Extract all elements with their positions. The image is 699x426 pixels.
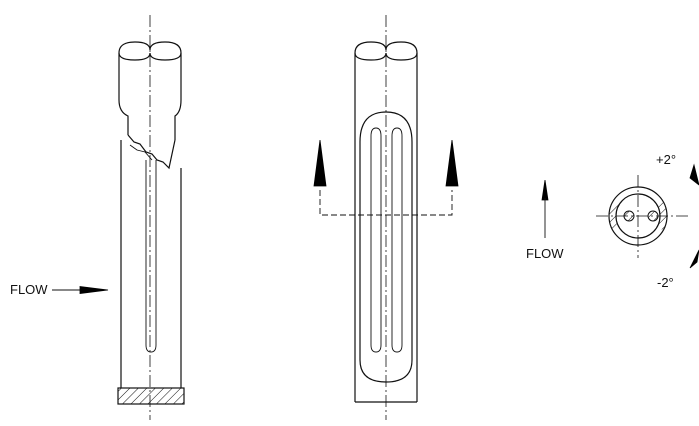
section-arrow-right — [446, 140, 458, 186]
break-line — [128, 135, 175, 168]
flow-label-right: FLOW — [526, 246, 564, 261]
sensor-hole-left — [624, 211, 634, 221]
flow-label-left: FLOW — [10, 282, 48, 297]
angle-label-minus: -2° — [657, 275, 674, 290]
left-slot — [371, 128, 381, 352]
sensor-hole-right — [648, 211, 658, 221]
angle-arrow-minus — [690, 250, 699, 268]
cross-section-view — [596, 175, 688, 258]
internal-slot — [146, 160, 156, 352]
angle-arrow-plus — [690, 165, 699, 185]
base-plate — [118, 388, 184, 404]
flow-arrow-right-head — [542, 180, 548, 200]
right-slot — [392, 128, 402, 352]
section-arrow-left — [314, 140, 326, 186]
flow-arrow-left-head — [80, 287, 108, 294]
side-view-sheath — [118, 15, 184, 420]
angle-label-plus: +2° — [656, 152, 676, 167]
front-view-sheath — [314, 15, 458, 420]
